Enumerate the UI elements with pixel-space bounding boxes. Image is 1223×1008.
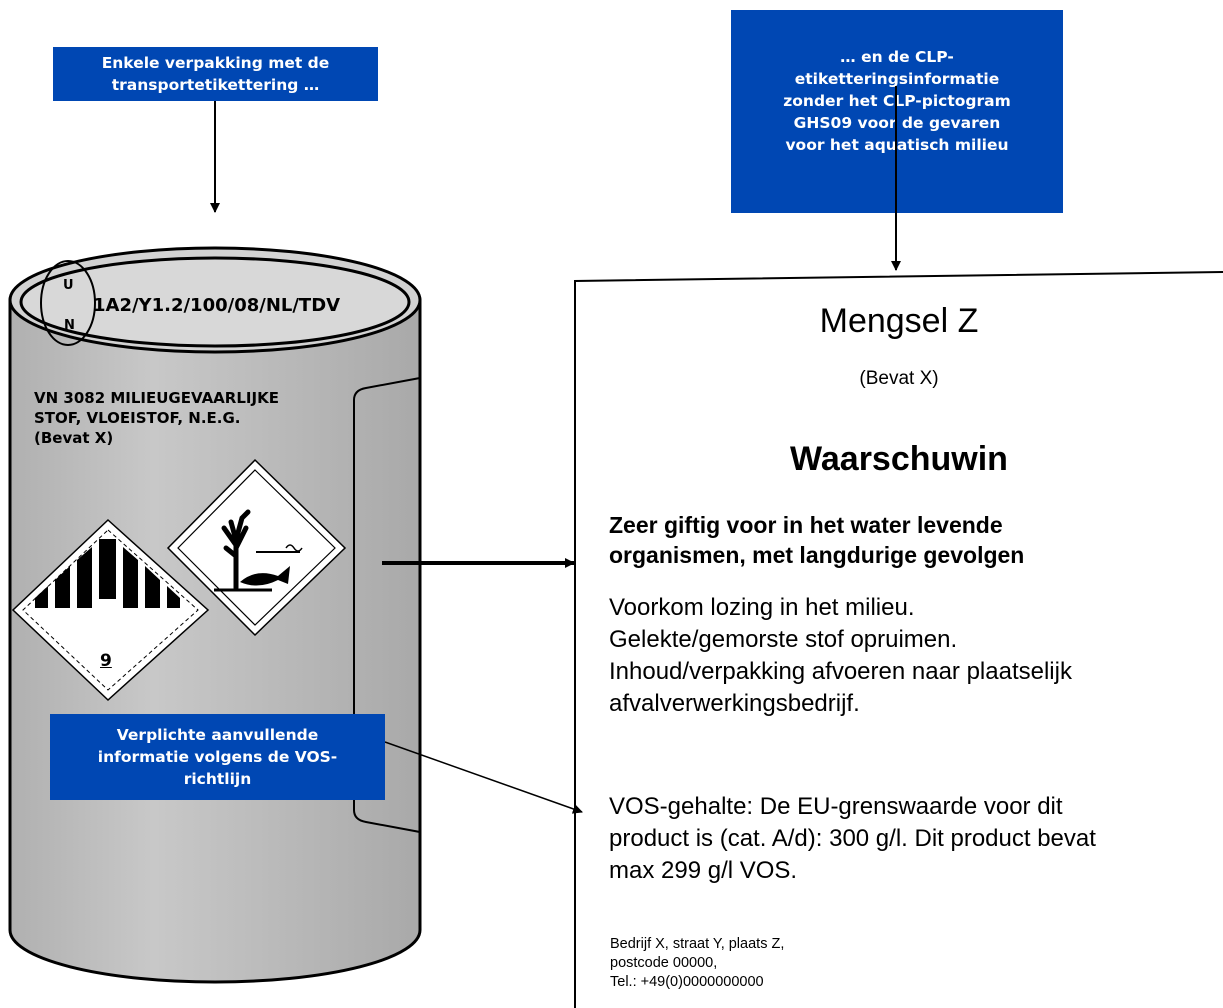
un-mark-letter-n: N	[64, 318, 75, 333]
product-name: Mengsel Z	[819, 302, 979, 340]
callout-transport-labelling-text: Enkele verpakking met de transportetiket…	[101, 54, 330, 94]
class-9-pictogram	[11, 518, 210, 702]
dead-tree-icon	[221, 509, 251, 591]
callout-clp-labelling-text: … en de CLP- etiketteringsinformatie zon…	[783, 47, 1011, 154]
un-mark-letter-u: U	[63, 278, 74, 293]
supplier-details: Bedrijf X, straat Y, plaats Z, postcode …	[610, 936, 785, 990]
dead-fish-icon	[240, 566, 290, 586]
class-9-stripe	[145, 566, 160, 608]
callout-vos-info: Verplichte aanvullende informatie volgen…	[50, 714, 385, 800]
drum-side-panel	[353, 376, 421, 834]
class-9-stripe	[35, 586, 48, 608]
vos-content-statement: VOS-gehalte: De EU-grenswaarde voor dit …	[609, 793, 1096, 884]
precautionary-statements: Voorkom lozing in het milieu. Gelekte/ge…	[609, 594, 1072, 717]
arrow-vos-callout-to-label	[384, 741, 583, 814]
drum-lid-inner	[19, 256, 411, 348]
class-9-stripe	[123, 547, 138, 608]
class-9-stripe	[99, 539, 116, 599]
callout-clp-labelling: … en de CLP- etiketteringsinformatie zon…	[731, 10, 1063, 213]
drum	[8, 246, 422, 984]
un-packaging-code: 1A2/Y1.2/100/08/NL/TDV	[93, 295, 341, 316]
environment-pictogram	[166, 458, 347, 637]
class-9-stripe	[55, 566, 70, 608]
callout-transport-labelling: Enkele verpakking met de transportetiket…	[53, 47, 378, 101]
clp-label-border	[574, 271, 1223, 1008]
product-contains: (Bevat X)	[859, 368, 939, 389]
callout-vos-info-text: Verplichte aanvullende informatie volgen…	[97, 726, 338, 788]
hazard-statement: Zeer giftig voor in het water levende or…	[609, 512, 1025, 568]
drum-body	[8, 298, 422, 984]
class-9-stripe	[167, 586, 180, 608]
signal-word: Waarschuwin	[790, 440, 1008, 478]
un-mark-circle	[40, 260, 96, 346]
proper-shipping-name: VN 3082 MILIEUGEVAARLIJKE STOF, VLOEISTO…	[34, 389, 279, 447]
class-9-number: 9	[100, 651, 112, 671]
class-9-stripe	[77, 547, 92, 608]
